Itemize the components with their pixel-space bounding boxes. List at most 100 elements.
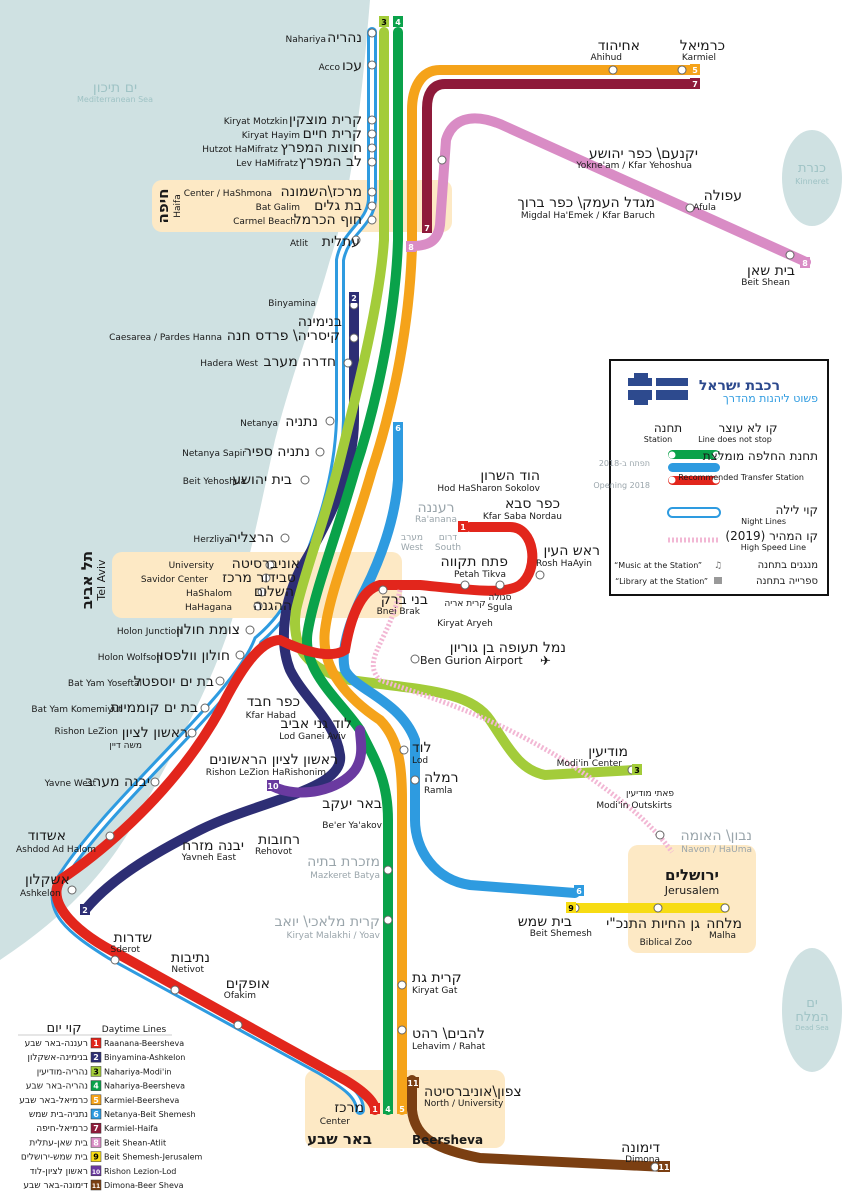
station-dot[interactable] bbox=[367, 60, 377, 70]
label-yavneeast-he: יבנה מזרח bbox=[182, 838, 244, 854]
station-dot[interactable] bbox=[397, 1025, 407, 1035]
station-dot[interactable] bbox=[397, 980, 407, 990]
station-dot[interactable] bbox=[253, 601, 263, 611]
station-dot[interactable] bbox=[655, 830, 665, 840]
station-dot[interactable] bbox=[378, 585, 388, 595]
station-dot[interactable] bbox=[67, 885, 77, 895]
label-raanana-he: רעננה bbox=[417, 500, 454, 516]
station-dot[interactable] bbox=[367, 28, 377, 38]
label-sapir-en: Netanya Sapir bbox=[182, 449, 246, 459]
badge-2: 2 bbox=[351, 294, 357, 303]
line-legend-swatch bbox=[90, 1037, 102, 1049]
label-netanya-en: Netanya bbox=[240, 419, 278, 429]
station-dot[interactable] bbox=[300, 475, 310, 485]
legend-music-en: “Music at the Station” bbox=[614, 561, 702, 570]
station-dot[interactable] bbox=[265, 560, 275, 570]
station-dot[interactable] bbox=[280, 533, 290, 543]
station-dot[interactable] bbox=[215, 676, 225, 686]
legend-nostop-en: Line does not stop bbox=[698, 435, 772, 444]
line-8-path bbox=[407, 113, 811, 267]
label-petahtikva-en: Petah Tikva bbox=[454, 570, 506, 580]
lines-legend-title-he: קוי יום bbox=[47, 1021, 82, 1036]
station-dot[interactable] bbox=[349, 333, 359, 343]
line-legend-swatch bbox=[90, 1179, 102, 1191]
line-legend-en: Karmiel-Beersheva bbox=[104, 1096, 179, 1105]
med-sea-he: ים תיכון bbox=[93, 80, 137, 96]
station-dot[interactable] bbox=[653, 903, 663, 913]
dead-sea bbox=[782, 948, 842, 1072]
line-legend-number: 3 bbox=[93, 1067, 99, 1076]
label-caesarea-en: Caesarea / Pardes Hanna bbox=[109, 333, 222, 343]
station-dot[interactable] bbox=[150, 777, 160, 787]
label-kfarhabad-en: Kfar Habad bbox=[246, 711, 296, 721]
label-holonwolf-he: חולון וולפסון bbox=[156, 648, 230, 664]
station-dot[interactable] bbox=[608, 65, 618, 75]
station-dot[interactable] bbox=[383, 915, 393, 925]
label-modiinout-en: Modi'in Outskirts bbox=[596, 801, 672, 811]
station-dot[interactable] bbox=[200, 703, 210, 713]
station-dot[interactable] bbox=[367, 187, 377, 197]
label-galim-he: בת גלים bbox=[314, 198, 362, 214]
label-sgula-he: סגולה bbox=[489, 593, 512, 603]
line-legend-he: בית שמש-ירושלים bbox=[21, 1153, 88, 1163]
station-dot[interactable] bbox=[399, 745, 409, 755]
station-dot[interactable] bbox=[343, 358, 353, 368]
station-dot[interactable] bbox=[437, 155, 447, 165]
station-dot[interactable] bbox=[535, 570, 545, 580]
station-dot[interactable] bbox=[720, 903, 730, 913]
legend-blue-pill bbox=[668, 463, 720, 472]
airplane-icon: ✈ bbox=[540, 654, 551, 669]
badge-3b: 3 bbox=[634, 766, 640, 775]
station-dot[interactable] bbox=[410, 654, 420, 664]
station-dot[interactable] bbox=[785, 250, 795, 260]
station-dot[interactable] bbox=[367, 143, 377, 153]
label-sderot-en: Sderot bbox=[110, 945, 140, 955]
legend-red-pill bbox=[668, 476, 720, 485]
label-kfarsaba-en: Kfar Saba Nordau bbox=[483, 512, 562, 522]
label-acco-he: עכו bbox=[342, 58, 362, 74]
station-dot[interactable] bbox=[367, 215, 377, 225]
label-mazkeret-en: Mazkeret Batya bbox=[310, 871, 380, 881]
station-dot[interactable] bbox=[105, 831, 115, 841]
station-dot[interactable] bbox=[410, 775, 420, 785]
label-ofakim-en: Ofakim bbox=[224, 991, 256, 1001]
station-dot[interactable] bbox=[315, 447, 325, 457]
line-legend-swatch bbox=[90, 1051, 102, 1063]
station-dot[interactable] bbox=[110, 955, 120, 965]
station-dot[interactable] bbox=[187, 728, 197, 738]
label-afula-en: Afula bbox=[693, 203, 716, 213]
station-dot[interactable] bbox=[351, 235, 361, 245]
line-legend-he: כרמיאל-חיפה bbox=[36, 1124, 88, 1134]
station-dot[interactable] bbox=[235, 650, 245, 660]
label-yokneam-en: Yokne'am / Kfar Yehoshua bbox=[575, 161, 692, 171]
haifa-he: חיפה bbox=[154, 189, 172, 224]
station-dot[interactable] bbox=[257, 587, 267, 597]
station-dot[interactable] bbox=[367, 115, 377, 125]
label-center-en: Center / HaShmona bbox=[184, 189, 272, 199]
line-11-path bbox=[407, 1075, 670, 1172]
station-dot[interactable] bbox=[460, 580, 470, 590]
line-7-path bbox=[422, 79, 695, 231]
badge-1b: 1 bbox=[372, 1105, 378, 1114]
station-dot[interactable] bbox=[383, 865, 393, 875]
station-dot[interactable] bbox=[170, 985, 180, 995]
station-dot[interactable] bbox=[233, 1020, 243, 1030]
station-dot[interactable] bbox=[677, 65, 687, 75]
station-dot[interactable] bbox=[495, 580, 505, 590]
station-dot[interactable] bbox=[325, 416, 335, 426]
legend-opening-he: תפתח ב-2018 bbox=[599, 459, 650, 468]
station-dot[interactable] bbox=[367, 157, 377, 167]
station-dot[interactable] bbox=[261, 573, 271, 583]
label-modiincenter-en: Modi'in Center bbox=[557, 759, 623, 769]
station-dot[interactable] bbox=[367, 201, 377, 211]
label-sderot-he: שדרות bbox=[114, 930, 153, 946]
logo-sub-he: פשוט ליהנות מהדרך bbox=[723, 392, 818, 405]
station-dot[interactable] bbox=[367, 129, 377, 139]
line-legend-he: רעננה-באר שבע bbox=[25, 1039, 88, 1049]
station-dot[interactable] bbox=[685, 203, 695, 213]
label-ahihud-en: Ahihud bbox=[591, 53, 622, 63]
label-lehavim-en: Lehavim / Rahat bbox=[412, 1042, 486, 1052]
station-dot[interactable] bbox=[245, 625, 255, 635]
line-legend-number: 4 bbox=[93, 1082, 99, 1091]
badge-5: 5 bbox=[692, 66, 698, 75]
